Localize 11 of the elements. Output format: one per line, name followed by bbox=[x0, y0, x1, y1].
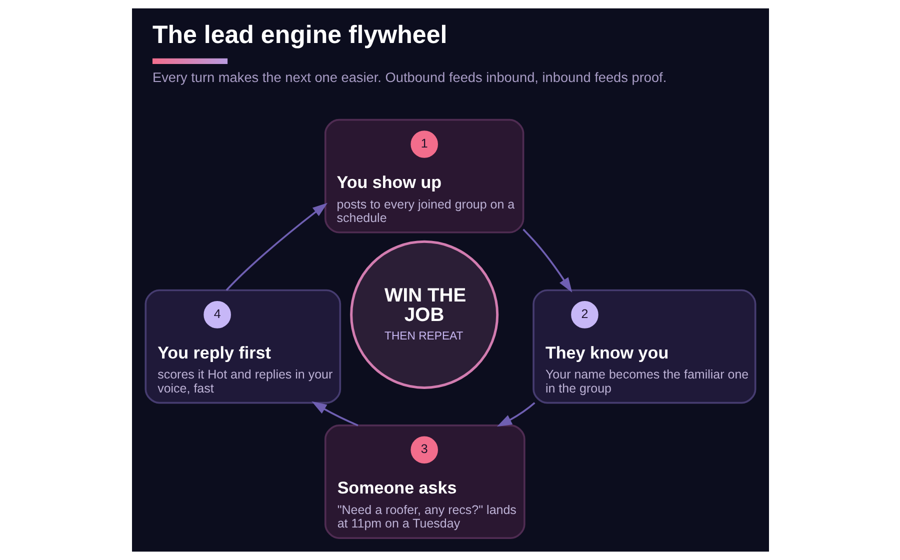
arrow bbox=[522, 228, 572, 293]
arrow bbox=[225, 202, 328, 291]
node-circle: 1 bbox=[410, 130, 438, 158]
arrow bbox=[311, 401, 358, 426]
node-circle: WIN THE JOB THEN REPEAT bbox=[350, 240, 498, 389]
node-circle: 3 bbox=[410, 436, 438, 464]
node-circle: 4 bbox=[203, 301, 230, 328]
caption: Every turn makes the next one easier. Outbound feeds inbound, inbound feeds proof. bbox=[152, 70, 666, 85]
arrow bbox=[496, 402, 535, 427]
diagram-title: The lead engine flywheel bbox=[152, 21, 447, 50]
node-circle: 2 bbox=[570, 301, 598, 328]
